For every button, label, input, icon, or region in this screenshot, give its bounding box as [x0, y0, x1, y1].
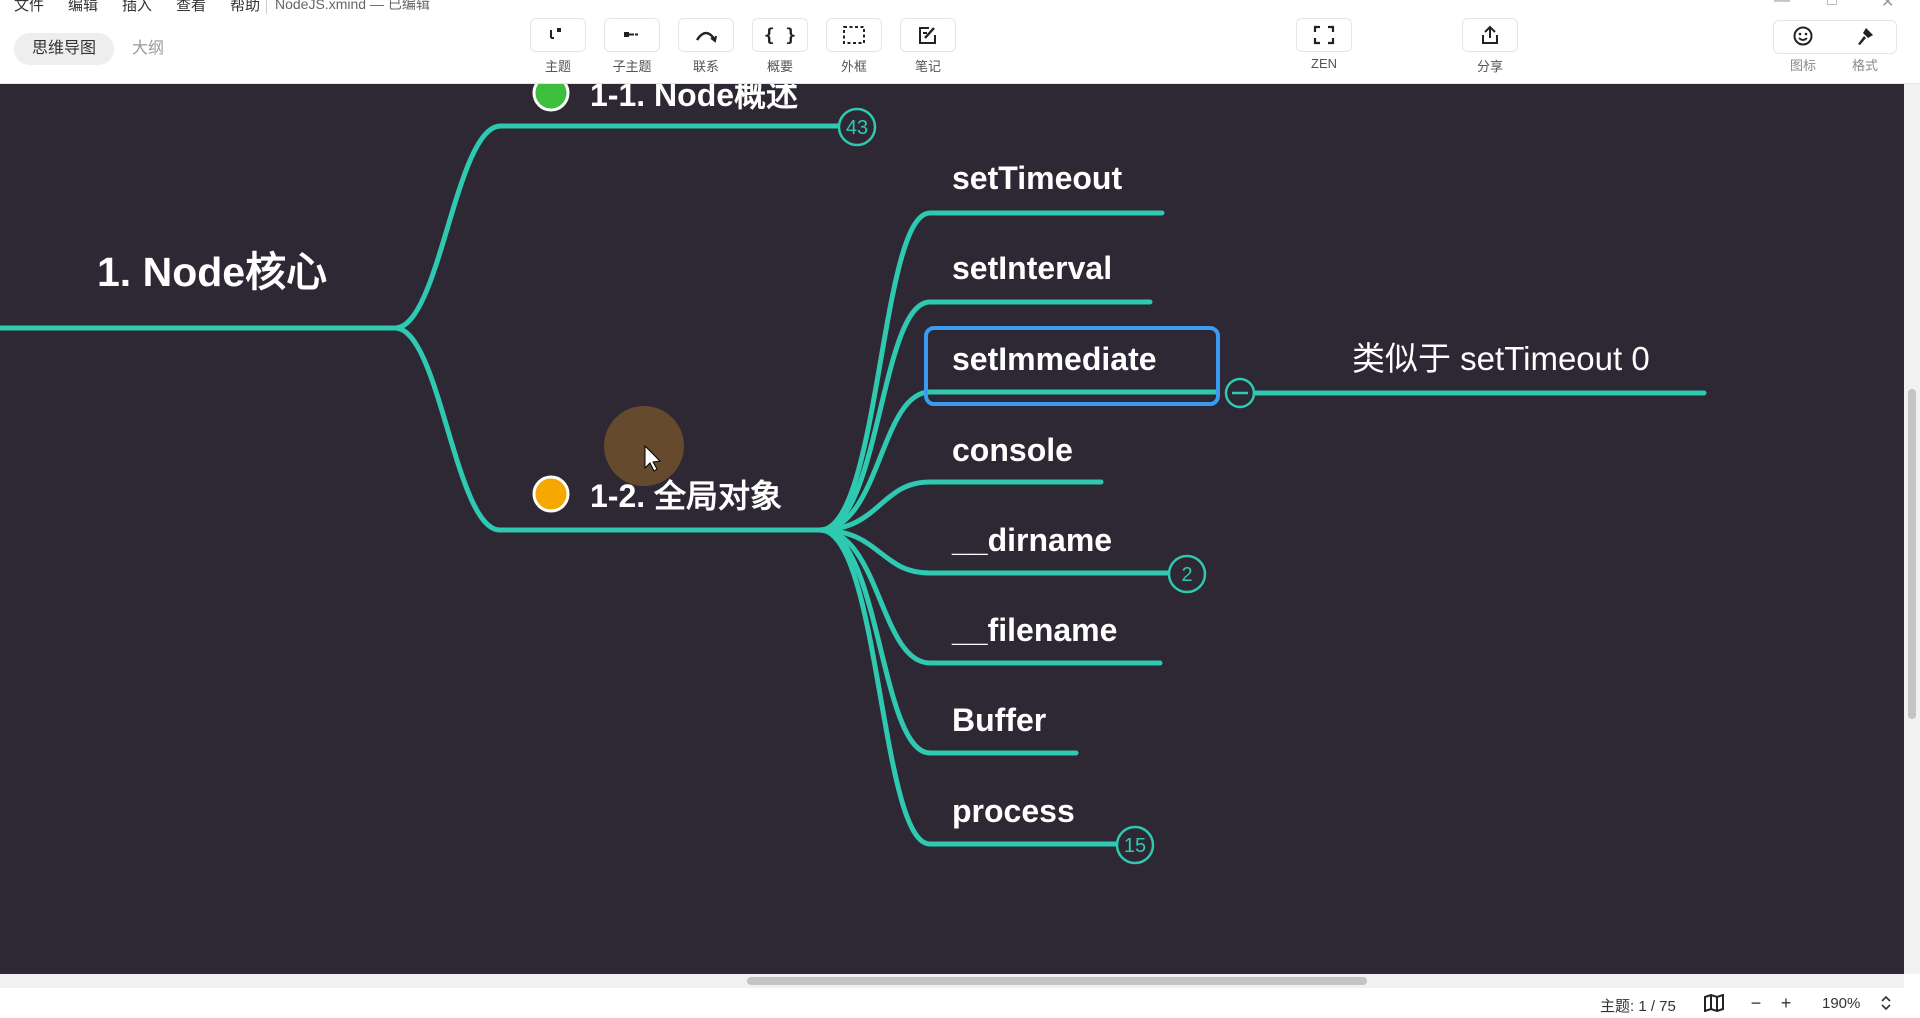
minimize-icon[interactable]: — [1774, 0, 1790, 9]
toolbar: 文件 编辑 插入 查看 帮助 NodeJS.xmind — 已编辑 — □ ✕ … [0, 0, 1920, 84]
branch-lines [0, 123, 1707, 847]
node-filename[interactable]: __filename [951, 612, 1117, 648]
node-setimmediate-child[interactable]: 类似于 setTimeout 0 [1352, 340, 1650, 377]
tab-outline[interactable]: 大纲 [132, 40, 165, 57]
book-map-icon [1704, 994, 1724, 1012]
menu-bar: 文件 编辑 插入 查看 帮助 [14, 0, 284, 14]
collapse-count-1-1: 43 [846, 117, 868, 139]
collapse-count-badge[interactable] [1167, 554, 1207, 594]
collapse-count-process: 15 [1124, 835, 1146, 857]
node-setinterval[interactable]: setInterval [952, 250, 1112, 286]
vertical-scrollbar[interactable] [1904, 84, 1920, 974]
boundary-icon [843, 26, 865, 44]
icons-label: 图标 [1789, 58, 1816, 73]
selection-frame [924, 326, 1220, 406]
line-buffer [817, 527, 1079, 756]
menu-insert[interactable]: 插入 [122, 0, 153, 14]
branch-line-1-2 [392, 325, 823, 533]
view-switcher: 思维导图 大纲 [14, 33, 182, 65]
relationship-button[interactable]: 联系 [676, 18, 736, 75]
menu-help[interactable]: 帮助 [230, 0, 261, 14]
note-button[interactable]: 笔记 [898, 18, 958, 75]
node-setimmediate[interactable]: setImmediate [952, 341, 1157, 377]
main-topic[interactable]: 1. Node核心 [97, 249, 327, 295]
minus-icon: − [1750, 992, 1762, 1013]
subtopic-label: 子主题 [612, 59, 652, 74]
share-label: 分享 [1476, 59, 1503, 74]
horizontal-scrollbar[interactable] [0, 974, 1904, 988]
horizontal-scroll-thumb[interactable] [747, 977, 1367, 985]
mouse-cursor-icon [644, 444, 662, 472]
summary-label: 概要 [766, 59, 793, 74]
line-setimmediate [817, 389, 1219, 533]
branch-1-2-label[interactable]: 1-2. 全局对象 [590, 478, 782, 514]
zoom-out-button[interactable]: − [1744, 992, 1768, 1014]
node-dirname[interactable]: __dirname [951, 522, 1112, 558]
branch-line-1-1 [392, 123, 861, 331]
window-title: NodeJS.xmind — 已编辑 [266, 0, 430, 14]
branch-1-1-label[interactable]: 1-1. Node概述 [590, 84, 798, 113]
mind-map-canvas[interactable]: 1. Node核心 1-1. Node概述 43 1-2. 全局对象 setTi… [0, 84, 1904, 974]
brush-icon [1858, 28, 1873, 45]
mind-map-svg: 1. Node核心 1-1. Node概述 43 1-2. 全局对象 setTi… [0, 84, 1707, 865]
note-label: 笔记 [914, 59, 941, 74]
summary-icon: { } [763, 24, 797, 46]
collapse-count-badge[interactable] [837, 107, 877, 147]
relationship-icon [695, 31, 717, 43]
zen-label: ZEN [1311, 56, 1337, 71]
updown-chevron-icon [1881, 995, 1891, 1011]
vertical-scroll-thumb[interactable] [1908, 389, 1916, 719]
green-marker-icon[interactable] [532, 84, 570, 112]
maximize-icon[interactable]: □ [1827, 0, 1837, 9]
node-process[interactable]: process [952, 793, 1075, 829]
menu-file[interactable]: 文件 [14, 0, 45, 14]
zen-button[interactable]: ZEN [1294, 18, 1354, 71]
menu-view[interactable]: 查看 [176, 0, 207, 14]
note-icon [919, 27, 936, 44]
line-filename [817, 527, 1163, 666]
zoom-in-button[interactable]: + [1774, 992, 1798, 1014]
cursor-highlight [604, 406, 684, 486]
boundary-button[interactable]: 外框 [824, 18, 884, 75]
summary-button[interactable]: { } 概要 [750, 18, 810, 75]
fullscreen-icon [1313, 25, 1335, 45]
subtopic-button[interactable]: 子主题 [602, 18, 662, 75]
topic-button[interactable]: 主题 [528, 18, 588, 75]
menu-edit[interactable]: 编辑 [68, 0, 99, 14]
format-panel-button[interactable]: 格式 [1835, 20, 1895, 80]
icons-panel-button[interactable]: 图标 [1773, 20, 1833, 80]
topic-icon [550, 28, 561, 39]
line-setinterval [817, 299, 1153, 533]
node-settimeout[interactable]: setTimeout [952, 160, 1122, 196]
relationship-label: 联系 [692, 59, 719, 74]
topic-label: 主题 [544, 59, 571, 74]
tab-mind-map[interactable]: 思维导图 [14, 33, 115, 65]
close-icon[interactable]: ✕ [1881, 0, 1895, 11]
share-icon [1482, 25, 1498, 44]
plus-icon: + [1780, 992, 1792, 1013]
subtopic-icon [624, 32, 638, 37]
orange-marker-icon[interactable] [532, 475, 570, 513]
format-label: 格式 [1851, 58, 1878, 73]
topic-count: 主题: 1 / 75 [1600, 998, 1676, 1015]
node-buffer[interactable]: Buffer [952, 702, 1046, 738]
line-settimeout [817, 210, 1165, 533]
line-console [817, 479, 1104, 533]
line-dirname [817, 527, 1173, 576]
smiley-icon [1793, 26, 1813, 46]
status-bar: 主题: 1 / 75 − + 190% [0, 988, 1920, 1018]
node-console[interactable]: console [952, 432, 1073, 468]
zoom-stepper[interactable] [1874, 992, 1898, 1014]
share-button[interactable]: 分享 [1460, 18, 1520, 75]
map-view-button[interactable] [1702, 992, 1726, 1014]
line-process [817, 527, 1121, 847]
right-tools-frame [1773, 20, 1897, 54]
zoom-level[interactable]: 190% [1822, 995, 1861, 1012]
collapse-count-dirname: 2 [1181, 564, 1192, 586]
collapse-count-badge[interactable] [1115, 825, 1155, 865]
boundary-label: 外框 [840, 59, 867, 74]
